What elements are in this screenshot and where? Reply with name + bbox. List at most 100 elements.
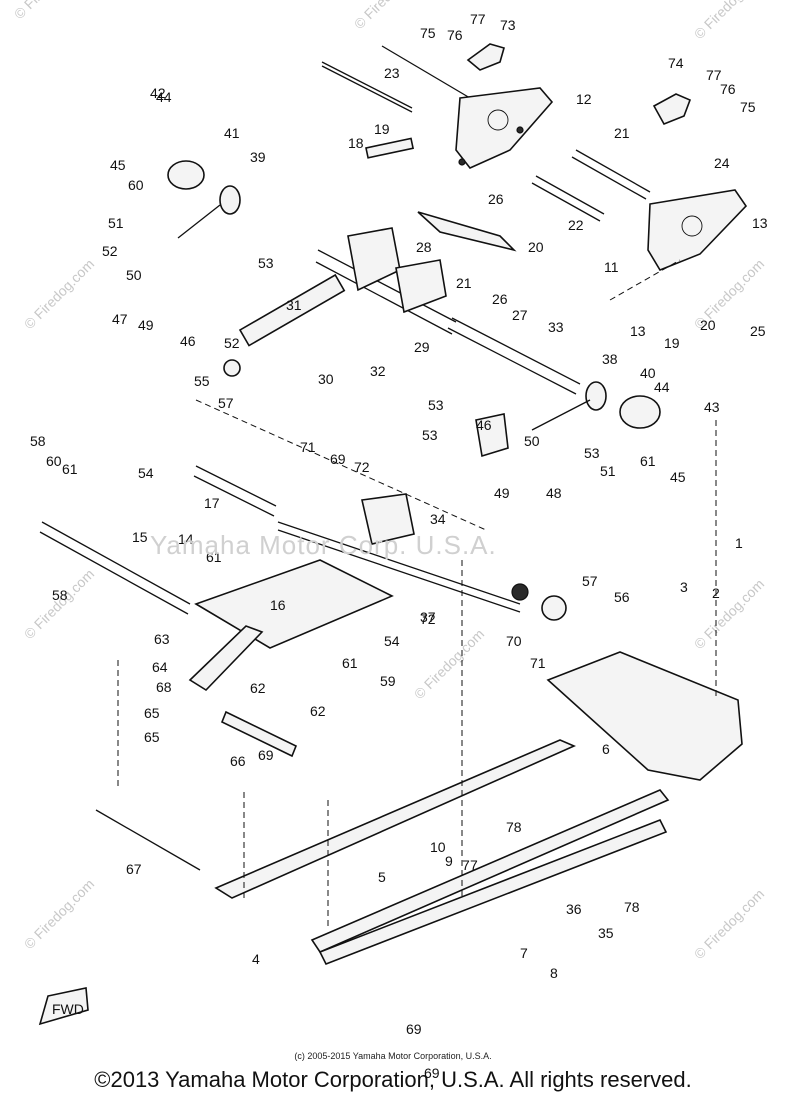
- bracket-12: [455, 87, 554, 169]
- callout-label: 50: [126, 267, 142, 283]
- callout-label: 13: [752, 215, 768, 231]
- callout-label: 44: [156, 89, 172, 105]
- callout-label: 38: [602, 351, 618, 367]
- shaft-67: [220, 710, 298, 758]
- callout-label: 68: [156, 679, 172, 695]
- callout-label: 74: [668, 55, 684, 71]
- callout-label: 3: [680, 579, 688, 595]
- arm-28: [417, 211, 517, 252]
- callout-label: 21: [614, 125, 630, 141]
- callout-label: 44: [654, 379, 670, 395]
- callout-label: 20: [528, 239, 544, 255]
- callout-label: 69: [330, 451, 346, 467]
- watermark: © Firedog.com: [691, 0, 767, 42]
- clip-75-right: [652, 93, 692, 126]
- callout-label: 69: [258, 747, 274, 763]
- spring-43: [167, 160, 205, 190]
- bracket-47: [475, 413, 509, 458]
- callout-label: 42: [150, 85, 166, 101]
- spring-41: [177, 185, 241, 239]
- callout-label: 61: [342, 655, 358, 671]
- watermark: © Firedog.com: [11, 0, 87, 22]
- spring-40: [531, 381, 607, 431]
- watermark: © Firedog.com: [21, 566, 97, 642]
- rod-24: [381, 45, 471, 99]
- callout-label: 77: [706, 67, 722, 83]
- callout-label: 53: [258, 255, 274, 271]
- callout-label: 40: [640, 365, 656, 381]
- callout-label: 69: [424, 1065, 440, 1081]
- rod-68: [95, 809, 201, 871]
- callout-label: 2: [712, 585, 720, 601]
- callout-label: 41: [224, 125, 240, 141]
- shaft-22: [571, 149, 651, 200]
- callout-label: 79: [0, 0, 16, 3]
- watermark: © Firedog.com: [351, 0, 427, 32]
- callout-label: 20: [700, 317, 716, 333]
- callout-label: 73: [500, 17, 516, 33]
- callout-label: 70: [506, 633, 522, 649]
- callout-label: 16: [270, 597, 286, 613]
- callout-label: 62: [310, 703, 326, 719]
- callout-label: 17: [204, 495, 220, 511]
- callout-label: 66: [230, 753, 246, 769]
- callout-label: 48: [546, 485, 562, 501]
- frame-55: [194, 559, 394, 649]
- callout-label: 34: [430, 511, 446, 527]
- callout-label: 71: [530, 655, 546, 671]
- callout-label: 1: [735, 535, 743, 551]
- callout-label: 26: [488, 191, 504, 207]
- callout-label: 22: [568, 217, 584, 233]
- callout-label: 53: [584, 445, 600, 461]
- rod-59: [39, 521, 191, 615]
- clip-75-top: [466, 43, 505, 71]
- callout-label: 61: [62, 461, 78, 477]
- watermark: © Firedog.com: [21, 256, 97, 332]
- callout-label: 64: [152, 659, 168, 675]
- callout-label: 77: [470, 11, 486, 27]
- callout-label: 37: [420, 609, 436, 625]
- rod-25: [321, 61, 413, 113]
- callout-label: 65: [144, 729, 160, 745]
- callout-label: 29: [414, 339, 430, 355]
- main-shaft: [315, 249, 457, 335]
- roller-72: [511, 583, 567, 621]
- callout-label: 51: [108, 215, 124, 231]
- callout-label: 72: [354, 459, 370, 475]
- watermark: © Firedog.com: [411, 626, 487, 702]
- callout-label: 46: [476, 417, 492, 433]
- callout-label: 11: [604, 259, 619, 275]
- track-1: [546, 651, 743, 781]
- cap-42: [619, 395, 661, 429]
- fwd-label: FWD: [52, 1001, 84, 1017]
- callout-label: 78: [506, 819, 522, 835]
- callout-label: 30: [318, 371, 334, 387]
- callout-label: 52: [102, 243, 118, 259]
- callout-label: 19: [374, 121, 390, 137]
- callout-label: 57: [218, 395, 234, 411]
- callout-label: 27: [512, 307, 528, 323]
- callout-label: 49: [494, 485, 510, 501]
- callout-label: 76: [720, 81, 736, 97]
- callout-label: 10: [430, 839, 446, 855]
- callout-label: 5: [378, 869, 386, 885]
- shaft-35: [447, 317, 581, 395]
- callout-label: 12: [576, 91, 592, 107]
- callout-label: 78: [624, 899, 640, 915]
- callout-label: 75: [740, 99, 756, 115]
- callout-label: 65: [144, 705, 160, 721]
- callout-label: 24: [714, 155, 730, 171]
- callout-label: 59: [380, 673, 396, 689]
- callout-label: 62: [250, 680, 266, 696]
- callout-label: 53: [428, 397, 444, 413]
- block-31: [347, 227, 447, 314]
- callout-label: 58: [30, 433, 46, 449]
- callout-label: 80: [0, 0, 16, 3]
- callout-label: 18: [348, 135, 364, 151]
- callout-label: 43: [704, 399, 720, 415]
- callout-label: 36: [566, 901, 582, 917]
- callout-label: 32: [370, 363, 386, 379]
- callout-label: 54: [384, 633, 400, 649]
- shock-32: [223, 273, 346, 377]
